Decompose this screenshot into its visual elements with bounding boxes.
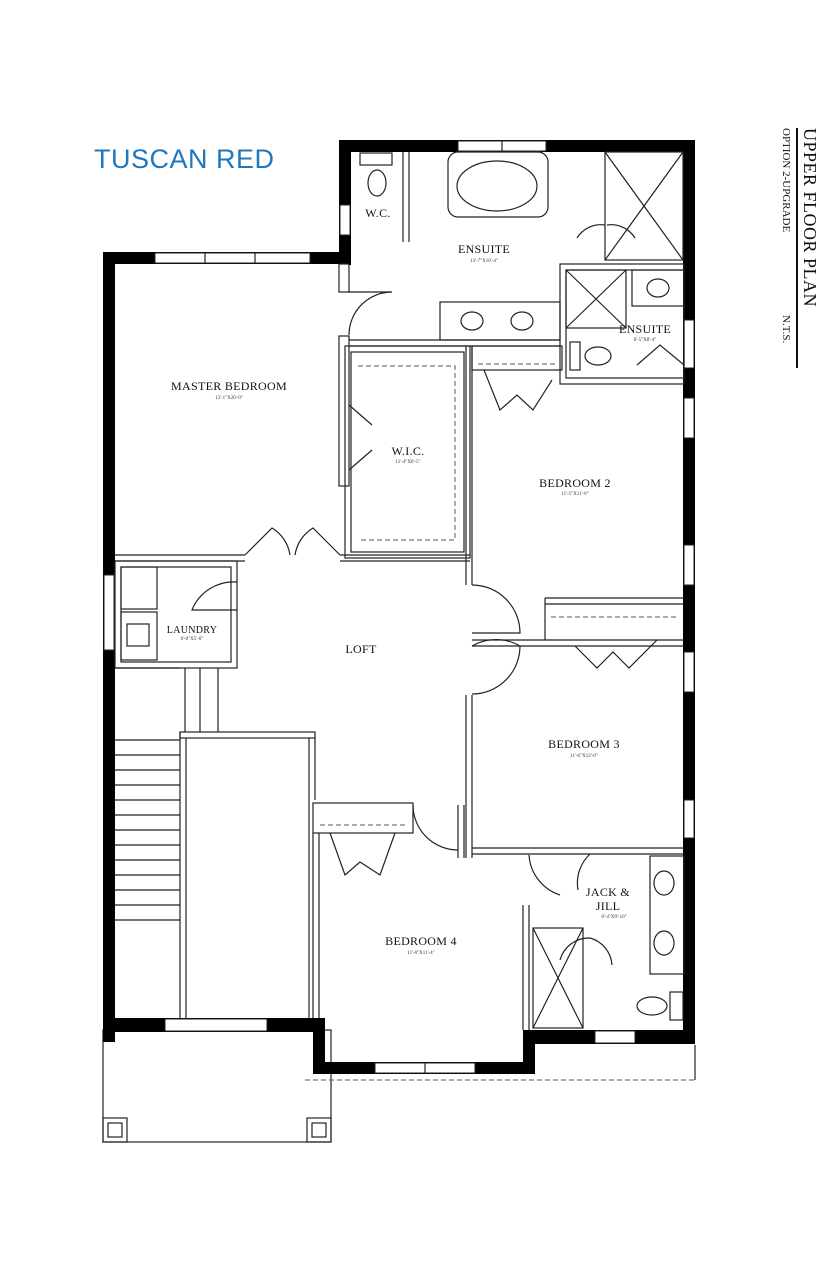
wc-toilet-tank (359, 152, 393, 166)
room-labels: W.C. ENSUITE 13'-7"X10'-4" ENSUITE 8'-5"… (167, 206, 671, 956)
washer (120, 566, 158, 610)
bedroom2-dims: 11'-5"X11'-0" (561, 492, 588, 497)
master-vanity (439, 301, 561, 341)
wc-toilet-bowl (367, 169, 387, 197)
front-porch (102, 1029, 696, 1143)
interior-walls (114, 152, 685, 1030)
windows (103, 140, 695, 1074)
master-bedroom-dims: 13'-1"X20'-0" (215, 396, 243, 401)
model-name: TUSCAN RED (94, 144, 275, 174)
loft-label: LOFT (345, 642, 377, 656)
ensuite2-label: ENSUITE (619, 322, 671, 336)
jack-jill-label-line2: JILL (596, 899, 621, 913)
bedroom3-dims: 11'-6"X12'-0" (570, 754, 598, 759)
master-shower (604, 151, 684, 261)
jack-jill-dims: 8'-4"X9'-10" (601, 915, 626, 920)
porch-column-left (102, 1117, 128, 1143)
master-ensuite-dims: 13'-7"X10'-4" (470, 259, 498, 264)
laundry-dims: 6'-0"X5'-6" (181, 637, 204, 642)
staircase (115, 739, 180, 921)
ensuite2-dims: 8'-5"X8'-4" (634, 338, 657, 343)
master-bedroom-label: MASTER BEDROOM (171, 379, 287, 393)
jack-jill-vanity (649, 855, 685, 975)
bedroom4-dims: 11'-0"X11'-4" (407, 951, 434, 956)
bathtub (447, 151, 549, 218)
master-ensuite-label: ENSUITE (458, 242, 510, 256)
laundry-label: LAUNDRY (167, 625, 217, 636)
porch-column-right (306, 1117, 332, 1143)
dryer (120, 611, 158, 661)
ensuite2-shower (565, 269, 627, 329)
wic-dims: 11'-4"X8'-5" (395, 460, 420, 465)
jack-jill-label-line1: JACK & (586, 885, 631, 899)
bedroom4-label: BEDROOM 4 (385, 934, 457, 948)
jack-jill-toilet-tank (669, 991, 684, 1021)
bedroom2-label: BEDROOM 2 (539, 476, 611, 490)
wic-label: W.I.C. (391, 444, 424, 458)
fixtures (120, 151, 685, 1029)
ensuite2-vanity (631, 269, 685, 307)
bedroom3-label: BEDROOM 3 (548, 737, 620, 751)
doors (191, 224, 685, 966)
wc-label: W.C. (365, 206, 390, 220)
